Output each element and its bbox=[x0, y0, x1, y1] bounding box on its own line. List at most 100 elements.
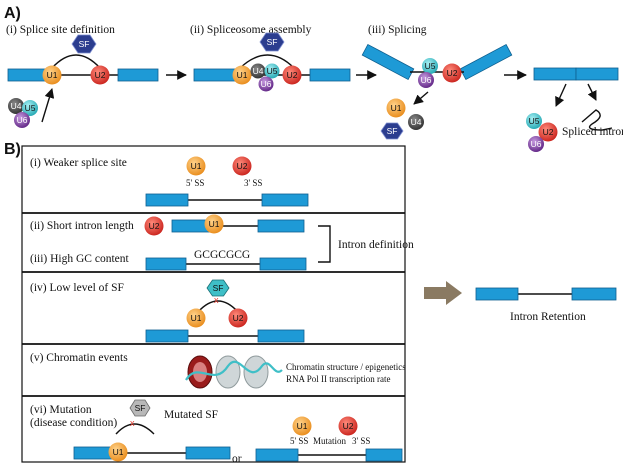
intron-retention-label: Intron Retention bbox=[510, 311, 586, 323]
x-mark: x bbox=[130, 418, 135, 428]
mutation-label: Mutation bbox=[313, 436, 346, 446]
svg-text:SF: SF bbox=[267, 37, 278, 47]
row-short-intron: (ii) Short intron length U2 U1 bbox=[30, 214, 305, 236]
x-mark: x bbox=[214, 295, 219, 305]
svg-text:SF: SF bbox=[79, 39, 90, 49]
exon bbox=[309, 68, 351, 82]
u1-circle: U1 bbox=[108, 442, 128, 462]
intron-retention-outcome: Intron Retention bbox=[424, 281, 617, 323]
u1-circle: U1 bbox=[232, 65, 252, 85]
u2-circle: U2 bbox=[538, 122, 558, 142]
exon bbox=[459, 43, 513, 81]
u5-circle: U5 bbox=[526, 113, 542, 129]
svg-text:U1: U1 bbox=[47, 70, 58, 80]
mutated-sf-label: Mutated SF bbox=[164, 409, 218, 421]
three-ss-label: 3' SS bbox=[352, 436, 370, 446]
svg-text:U2: U2 bbox=[543, 127, 554, 137]
u2-circle: U2 bbox=[282, 65, 302, 85]
svg-text:U4: U4 bbox=[11, 101, 22, 111]
five-ss-label: 5' SS bbox=[186, 178, 204, 188]
u1-circle: U1 bbox=[386, 98, 406, 118]
row-chromatin: (v) Chromatin events Chromatin structure… bbox=[30, 352, 406, 389]
u6-circle: U6 bbox=[14, 112, 30, 128]
svg-text:U6: U6 bbox=[531, 139, 542, 149]
svg-text:U2: U2 bbox=[343, 421, 354, 431]
u4-circle: U4 bbox=[408, 114, 424, 130]
svg-text:U2: U2 bbox=[95, 70, 106, 80]
u5-circle: U5 bbox=[422, 58, 438, 74]
nucleosome-icon bbox=[185, 355, 283, 389]
u1-circle: U1 bbox=[204, 214, 224, 234]
exon bbox=[361, 43, 415, 81]
u2-circle: U2 bbox=[232, 156, 252, 176]
svg-text:U6: U6 bbox=[17, 115, 28, 125]
or-label: or bbox=[232, 453, 242, 465]
svg-text:U2: U2 bbox=[149, 221, 160, 231]
row-vi-title: (vi) Mutation bbox=[30, 404, 92, 416]
panel-a-label: A) bbox=[4, 5, 21, 22]
exon bbox=[257, 329, 305, 343]
gc-sequence: GCGCGCG bbox=[194, 249, 250, 261]
sf-hexagon: SF bbox=[259, 32, 285, 52]
svg-text:U2: U2 bbox=[233, 313, 244, 323]
exon bbox=[259, 257, 307, 271]
u4-circle: U4 bbox=[250, 63, 266, 79]
svg-text:U2: U2 bbox=[287, 70, 298, 80]
intron-definition-label: Intron definition bbox=[338, 239, 414, 251]
svg-text:U5: U5 bbox=[529, 116, 540, 126]
spliced-intron-label: Spliced intron bbox=[562, 126, 623, 138]
three-ss-label: 3' SS bbox=[244, 178, 262, 188]
exon bbox=[145, 257, 187, 271]
sf-hexagon: SF bbox=[206, 279, 230, 297]
u2-circle: U2 bbox=[442, 63, 462, 83]
row-i-title: (i) Weaker splice site bbox=[30, 157, 127, 169]
svg-text:U1: U1 bbox=[297, 421, 308, 431]
row-vi-subtitle: (disease condition) bbox=[30, 417, 117, 429]
svg-text:U5: U5 bbox=[25, 103, 36, 113]
u5-circle: U5 bbox=[264, 63, 280, 79]
row-high-gc: (iii) High GC content GCGCGCG bbox=[30, 249, 307, 271]
five-ss-label: 5' SS bbox=[290, 436, 308, 446]
sf-hexagon: SF bbox=[71, 34, 97, 54]
svg-text:U6: U6 bbox=[261, 79, 272, 89]
final-products: U5 U2 U6 Spliced intron bbox=[526, 67, 623, 152]
svg-text:U1: U1 bbox=[391, 103, 402, 113]
exon bbox=[145, 193, 189, 207]
retention-arrow bbox=[424, 281, 462, 305]
u6-circle: U6 bbox=[258, 76, 274, 92]
exon bbox=[575, 67, 619, 81]
u1-circle: U1 bbox=[186, 156, 206, 176]
chromatin-line-1: Chromatin structure / epigenetics bbox=[286, 362, 406, 372]
svg-text:SF: SF bbox=[387, 126, 398, 136]
svg-text:U2: U2 bbox=[447, 68, 458, 78]
step-iii-graphic: U5 U6 U2 U1 U4 SF bbox=[361, 43, 513, 140]
exon bbox=[475, 287, 519, 301]
svg-text:U6: U6 bbox=[421, 75, 432, 85]
u1-circle: U1 bbox=[186, 308, 206, 328]
step-ii-graphic: SF U1 U4 U5 U6 U2 bbox=[193, 32, 351, 92]
row-weaker-splice-site: (i) Weaker splice site U1 U2 5' SS 3' SS bbox=[30, 156, 309, 207]
exon bbox=[117, 68, 159, 82]
exon bbox=[261, 193, 309, 207]
svg-text:U1: U1 bbox=[209, 219, 220, 229]
exon bbox=[365, 448, 403, 462]
u6-circle: U6 bbox=[418, 72, 434, 88]
u2-circle: U2 bbox=[338, 416, 358, 436]
svg-text:U5: U5 bbox=[425, 61, 436, 71]
row-v-title: (v) Chromatin events bbox=[30, 352, 128, 364]
u1-circle: U1 bbox=[42, 65, 62, 85]
svg-text:U1: U1 bbox=[191, 161, 202, 171]
panel-b-label: B) bbox=[4, 141, 21, 158]
row-iv-title: (iv) Low level of SF bbox=[30, 282, 124, 294]
u5-circle: U5 bbox=[22, 100, 38, 116]
svg-text:SF: SF bbox=[213, 283, 224, 293]
row-low-sf: (iv) Low level of SF SF x U1 U2 bbox=[30, 279, 305, 343]
sf-hexagon: SF bbox=[380, 122, 404, 140]
row-mutation: (vi) Mutation (disease condition) SF x M… bbox=[30, 399, 403, 465]
svg-text:SF: SF bbox=[135, 403, 146, 413]
exon bbox=[145, 329, 189, 343]
panel-b-box bbox=[21, 145, 406, 463]
svg-text:U1: U1 bbox=[191, 313, 202, 323]
svg-text:U1: U1 bbox=[113, 447, 124, 457]
